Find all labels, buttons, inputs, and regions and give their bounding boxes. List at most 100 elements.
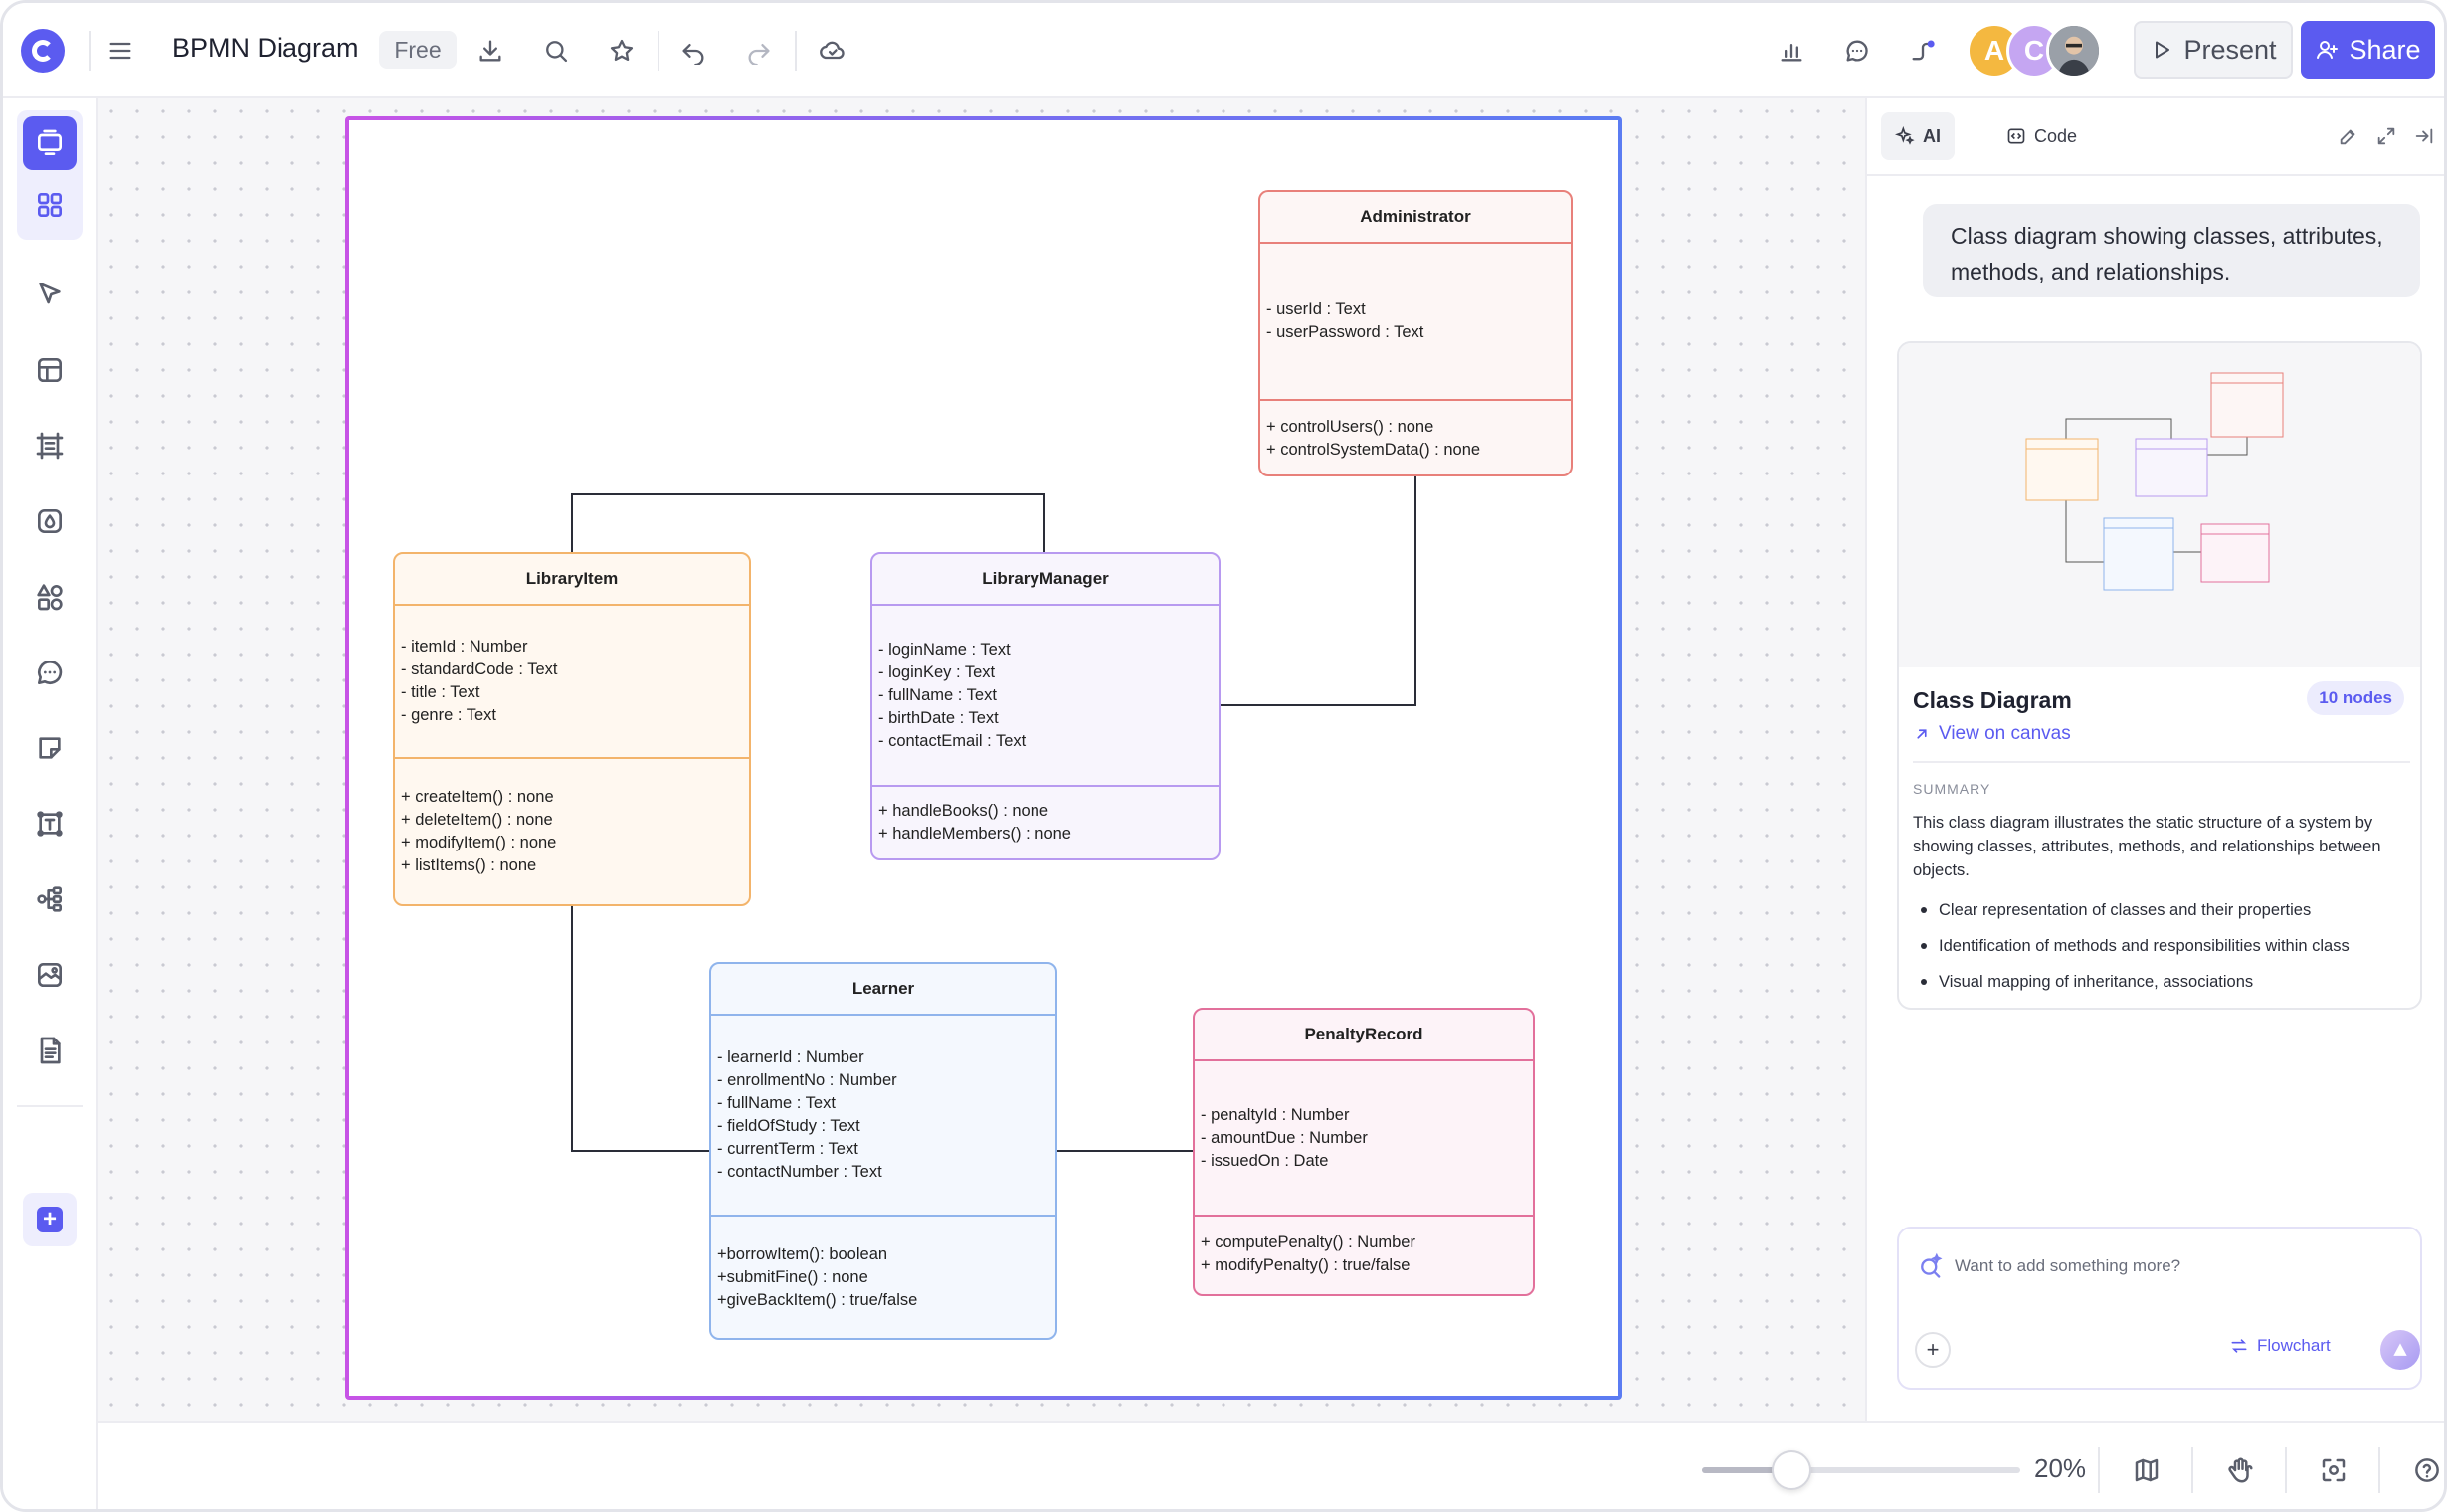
class-attributes: - itemId : Number - standardCode : Text … — [395, 606, 749, 757]
document-tool-icon[interactable] — [23, 1024, 77, 1077]
attribute: - issuedOn : Date — [1201, 1151, 1329, 1170]
star-icon[interactable] — [600, 29, 644, 73]
swap-icon — [2231, 1339, 2247, 1353]
image-tool-icon[interactable] — [23, 948, 77, 1002]
hamburger-menu-icon[interactable] — [98, 29, 142, 73]
chat-input[interactable] — [1955, 1250, 2392, 1282]
method: + deleteItem() : none — [401, 811, 553, 829]
comment-icon[interactable] — [1835, 29, 1879, 73]
frame-tool-icon[interactable] — [23, 419, 77, 472]
class-methods: + createItem() : none + deleteItem() : n… — [395, 759, 749, 904]
mode-selector[interactable]: Flowchart — [2229, 1336, 2331, 1356]
user-prompt-message: Class diagram showing classes, attribute… — [1923, 204, 2420, 297]
share-button[interactable]: Share — [2301, 21, 2435, 79]
bottom-toolbar: 20% — [98, 1421, 2444, 1509]
summary-label: SUMMARY — [1913, 781, 1991, 797]
left-toolbar: + — [3, 98, 98, 1509]
text-tool-icon[interactable] — [23, 797, 77, 850]
class-attributes: - learnerId : Number - enrollmentNo : Nu… — [711, 1016, 1055, 1215]
arrow-up-right-icon — [1917, 729, 1927, 739]
tab-label: AI — [1923, 125, 1941, 146]
diagram-thumbnail[interactable] — [1899, 343, 2420, 667]
add-button[interactable]: + — [23, 1193, 77, 1246]
zoom-slider-fill — [1702, 1467, 1791, 1473]
app-logo-icon[interactable] — [21, 29, 65, 73]
edit-icon[interactable] — [2335, 122, 2362, 150]
fit-screen-icon[interactable] — [2311, 1447, 2356, 1493]
avatar-photo[interactable] — [2046, 23, 2102, 79]
class-methods: + controlUsers() : none + controlSystemD… — [1260, 401, 1571, 474]
result-card[interactable]: Class Diagram 10 nodes View on canvas SU… — [1897, 341, 2422, 1010]
plus-icon: + — [1926, 1337, 1940, 1362]
class-libraryitem[interactable]: LibraryItem - itemId : Number - standard… — [393, 552, 751, 906]
view-on-canvas-link[interactable]: View on canvas — [1913, 723, 2071, 745]
nodes-count-badge: 10 nodes — [2307, 681, 2404, 715]
send-icon — [2393, 1343, 2407, 1356]
avatar-initial: C — [2023, 35, 2045, 66]
zoom-slider-handle[interactable] — [1772, 1450, 1811, 1490]
search-icon[interactable] — [534, 29, 578, 73]
mode-label: Flowchart — [2257, 1336, 2331, 1355]
divider — [795, 31, 797, 71]
attribute: - genre : Text — [401, 706, 496, 724]
layout-tool-icon[interactable] — [23, 343, 77, 397]
connector-tool-icon[interactable] — [1901, 29, 1945, 73]
download-icon[interactable] — [469, 29, 512, 73]
attribute: - fullName : Text — [717, 1094, 836, 1112]
map-icon[interactable] — [2124, 1447, 2169, 1493]
sticky-note-icon[interactable] — [23, 721, 77, 775]
class-methods: +borrowItem(): boolean +submitFine() : n… — [711, 1217, 1055, 1338]
grid-view-icon[interactable] — [23, 178, 77, 232]
summary-text: This class diagram illustrates the stati… — [1913, 814, 2381, 879]
divider — [2285, 1447, 2287, 1493]
class-penaltyrecord[interactable]: PenaltyRecord - penaltyId : Number - amo… — [1193, 1008, 1535, 1296]
tab-ai[interactable]: AI — [1881, 112, 1955, 160]
shapes-tool-icon[interactable] — [23, 570, 77, 624]
help-icon[interactable] — [2404, 1447, 2444, 1493]
cloud-sync-icon[interactable] — [811, 29, 854, 73]
method: + modifyPenalty() : true/false — [1201, 1256, 1411, 1274]
class-name: PenaltyRecord — [1195, 1010, 1533, 1061]
attribute: - title : Text — [401, 683, 480, 701]
attribute: - currentTerm : Text — [717, 1140, 858, 1158]
attach-button[interactable]: + — [1915, 1332, 1951, 1368]
send-button[interactable] — [2380, 1330, 2420, 1370]
list-item: Identification of methods and responsibi… — [1913, 928, 2414, 964]
hand-pan-icon[interactable] — [2217, 1447, 2263, 1493]
class-name: LibraryItem — [395, 554, 749, 606]
zoom-slider[interactable] — [1702, 1450, 2020, 1490]
attribute: - contactEmail : Text — [878, 731, 1027, 750]
divider — [658, 31, 659, 71]
canvas-view-icon[interactable] — [23, 116, 77, 170]
redo-icon[interactable] — [737, 29, 781, 73]
attribute: - fieldOfStudy : Text — [717, 1117, 860, 1135]
attribute: - userPassword : Text — [1266, 323, 1424, 341]
present-button[interactable]: Present — [2134, 21, 2293, 79]
class-librarymanager[interactable]: LibraryManager - loginName : Text - logi… — [870, 552, 1221, 860]
divider — [1867, 174, 2444, 176]
attribute: - loginKey : Text — [878, 662, 996, 681]
collapse-panel-icon[interactable] — [2410, 122, 2438, 150]
chat-tool-icon[interactable] — [23, 646, 77, 699]
play-icon — [2156, 41, 2170, 59]
divider — [2378, 1447, 2380, 1493]
mindmap-tool-icon[interactable] — [23, 872, 77, 926]
method: +giveBackItem() : true/false — [717, 1290, 918, 1309]
method: + listItems() : none — [401, 856, 537, 874]
sparkle-icon — [1895, 126, 1915, 145]
document-title[interactable]: BPMN Diagram — [172, 33, 359, 63]
component-tool-icon[interactable] — [23, 494, 77, 548]
class-learner[interactable]: Learner - learnerId : Number - enrollmen… — [709, 962, 1057, 1340]
class-attributes: - loginName : Text - loginKey : Text - f… — [872, 606, 1219, 785]
expand-icon[interactable] — [2372, 122, 2400, 150]
attribute: - amountDue : Number — [1201, 1128, 1368, 1147]
undo-icon[interactable] — [671, 29, 715, 73]
plan-badge[interactable]: Free — [379, 31, 457, 69]
method: + createItem() : none — [401, 788, 554, 806]
class-administrator[interactable]: Administrator - userId : Text - userPass… — [1258, 190, 1573, 476]
ai-panel: AI Code Class diagram showing classes, a… — [1865, 98, 2444, 1421]
pointer-tool-icon[interactable] — [23, 268, 77, 321]
analytics-icon[interactable] — [1770, 29, 1813, 73]
share-label: Share — [2349, 34, 2421, 65]
tab-code[interactable]: Code — [1992, 112, 2091, 160]
